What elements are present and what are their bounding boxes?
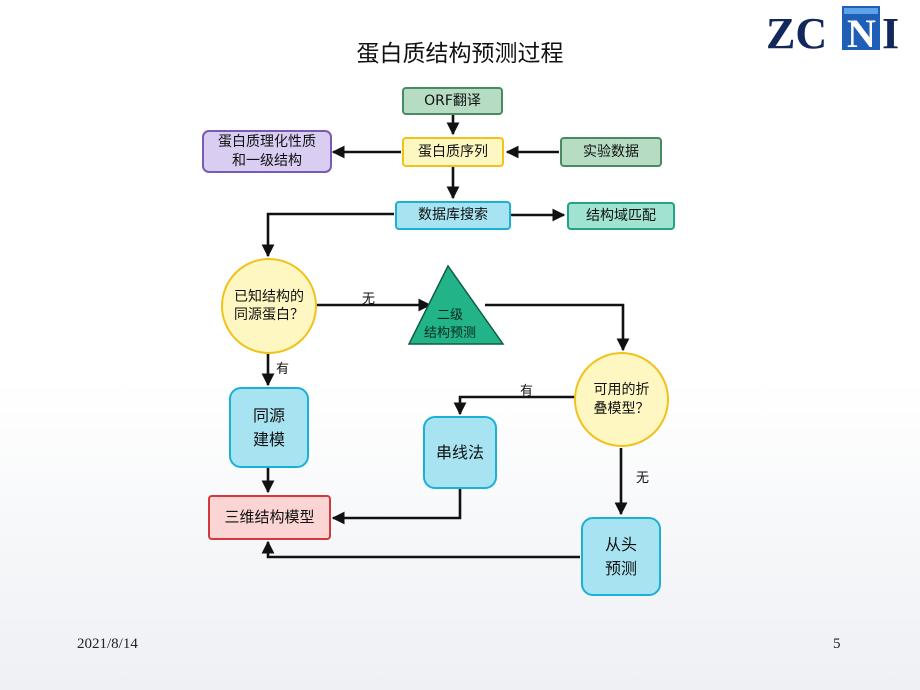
- node-threading: 串线法: [423, 416, 497, 489]
- zcni-logo-graphic: ZC N I: [766, 6, 899, 58]
- arrow-threading-to-model: [331, 489, 462, 525]
- node-database-search: 数据库搜索: [395, 201, 511, 230]
- node-fold-model-question: 可用的折 叠模型？: [574, 352, 669, 447]
- node-known-structure-question: 已知结构的 同源蛋白？: [221, 258, 317, 354]
- arrow-dbsearch-to-known: [261, 212, 394, 258]
- zcni-logo: ZC N I: [760, 0, 920, 58]
- secondary-structure-triangle: [407, 264, 505, 345]
- arrow-denovo-to-model: [261, 540, 580, 559]
- footer-date: 2021/8/14: [77, 636, 138, 652]
- node-physicochemical-properties: 蛋白质理化性质 和一级结构: [202, 130, 332, 173]
- edge-label-none-known: 无: [362, 292, 376, 307]
- node-protein-sequence: 蛋白质序列: [402, 137, 504, 167]
- node-experimental-data: 实验数据: [560, 137, 662, 167]
- node-orf-translation: ORF翻译: [402, 87, 503, 115]
- edge-label-yes-homology: 有: [276, 362, 290, 377]
- node-de-novo-prediction: 从头 预测: [581, 517, 661, 596]
- node-homology-modeling: 同源 建模: [229, 387, 309, 468]
- node-3d-structure-model: 三维结构模型: [208, 495, 331, 540]
- slide-title: 蛋白质结构预测过程: [356, 41, 564, 67]
- svg-text:ZC: ZC: [766, 9, 827, 58]
- svg-text:N: N: [847, 11, 876, 56]
- edge-label-none-denovo: 无: [636, 471, 650, 486]
- arrow-secondary-to-fold: [485, 303, 630, 352]
- svg-text:I: I: [882, 9, 899, 58]
- arrow-fold-to-threading: [453, 395, 576, 416]
- node-secondary-structure-label: 二级 结构预测: [423, 308, 476, 341]
- footer-page-number: 5: [833, 636, 841, 652]
- edge-label-yes-threading: 有: [520, 384, 534, 399]
- node-domain-match: 结构域匹配: [567, 202, 675, 230]
